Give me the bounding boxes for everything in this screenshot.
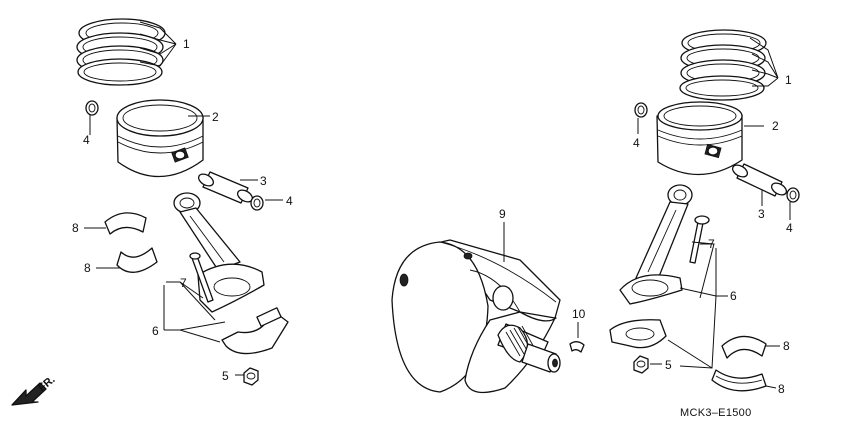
left-rod-nut[interactable] <box>243 367 259 386</box>
right-bearing-lower[interactable] <box>711 369 767 392</box>
callout-right-connecting-rod: 6 <box>730 289 737 303</box>
left-piston[interactable] <box>116 99 204 178</box>
right-piston-pin-clip-b[interactable] <box>786 187 800 203</box>
callout-left-piston: 2 <box>212 110 219 124</box>
callout-right-rod-nut: 5 <box>665 358 672 372</box>
right-piston-pin[interactable] <box>731 163 789 198</box>
left-piston-pin-clip-b[interactable] <box>250 195 264 211</box>
callout-left-rod-bolt: 7 <box>180 276 187 290</box>
callout-left-clip-b: 4 <box>286 194 293 208</box>
callout-right-clip-b: 4 <box>786 221 793 235</box>
callout-left-rod-nut: 5 <box>222 369 229 383</box>
front-direction-marker: FR. <box>11 374 58 406</box>
callout-right-rod-bolt: 7 <box>708 237 715 251</box>
callout-left-clip-a: 4 <box>83 133 90 147</box>
right-rod-bolt[interactable] <box>689 215 710 264</box>
callout-right-bearing-lower: 8 <box>778 382 785 396</box>
callout-right-bearing-upper: 8 <box>783 339 790 353</box>
callout-left-bearing-lower: 8 <box>84 261 91 275</box>
left-piston-rings[interactable] <box>76 18 166 86</box>
callout-right-clip-a: 4 <box>633 136 640 150</box>
callout-right-piston-pin: 3 <box>758 207 765 221</box>
left-piston-pin[interactable] <box>197 171 255 205</box>
callout-right-piston: 2 <box>772 119 779 133</box>
right-piston-rings[interactable] <box>679 29 767 101</box>
callout-left-piston-pin: 3 <box>260 174 267 188</box>
right-piston[interactable] <box>656 101 743 176</box>
left-bearing-upper[interactable] <box>104 212 147 235</box>
right-rod-nut[interactable] <box>633 355 649 374</box>
callout-left-connecting-rod: 6 <box>152 324 159 338</box>
left-bearing-lower[interactable] <box>116 247 158 273</box>
right-piston-pin-clip-a[interactable] <box>634 102 648 118</box>
callout-crankshaft: 9 <box>499 207 506 221</box>
right-rod-cap[interactable] <box>609 319 667 349</box>
left-connecting-rod[interactable] <box>173 192 265 313</box>
left-rod-bolt[interactable] <box>189 252 214 303</box>
left-rod-cap[interactable] <box>221 307 289 355</box>
right-leaders <box>637 37 791 389</box>
callout-right-piston-rings: 1 <box>785 73 792 87</box>
crankshaft[interactable] <box>391 239 561 394</box>
left-piston-pin-clip-a[interactable] <box>85 100 99 116</box>
crank-key[interactable] <box>569 341 585 353</box>
right-connecting-rod[interactable] <box>619 184 693 305</box>
callout-left-piston-rings: 1 <box>183 37 190 51</box>
callout-left-bearing-upper: 8 <box>72 221 79 235</box>
crankshaft-leaders <box>503 222 579 338</box>
diagram-code: MCK3–E1500 <box>680 407 752 419</box>
crankshaft-splines <box>505 325 536 357</box>
right-bearing-upper[interactable] <box>721 335 767 359</box>
callout-crank-key: 10 <box>572 307 586 321</box>
left-leaders <box>84 21 283 376</box>
